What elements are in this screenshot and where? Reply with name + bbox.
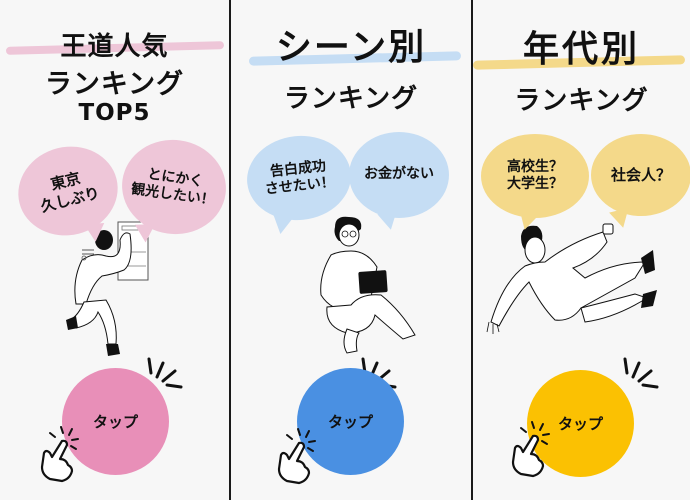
panel-divider [229, 0, 231, 500]
speech-bubble: 告白成功 させたい！ [242, 130, 356, 236]
speech-bubble: お金がない [349, 132, 449, 232]
tap-button-age[interactable]: タップ [527, 370, 634, 477]
panel-scene-ranking: シーン別 ランキング 告白成功 させたい！ お金がない タップ [231, 0, 471, 500]
bubble-text-line: 高校生？ [507, 158, 563, 175]
tap-label: タップ [557, 415, 603, 433]
tap-hand-icon [40, 426, 79, 483]
panel-divider [471, 0, 473, 500]
tap-button-scene[interactable]: タップ [297, 368, 404, 475]
person-sitting-tablet-illustration [320, 216, 416, 354]
panel-standard-ranking: 王道人気 ランキング TOP5 東京 久しぶり とにかく 観光したい！ タップ [0, 0, 233, 500]
title-line-1: シーン別 [275, 27, 427, 68]
title-line-2: ランキング [514, 86, 649, 116]
title-line-3: TOP5 [78, 100, 151, 126]
emphasis-rays-icon [623, 357, 659, 389]
title-line-1: 王道人気 [60, 32, 169, 62]
person-pointing-illustration [66, 221, 149, 356]
tap-label: タップ [92, 413, 138, 431]
bubble-text-line: 社会人？ [610, 165, 671, 184]
person-floating-cup-illustration [486, 223, 657, 334]
tap-hand-icon [511, 421, 550, 478]
tap-label: タップ [327, 413, 373, 431]
tap-hand-icon [277, 428, 316, 485]
panel-age-ranking: 年代別 ランキング 高校生？ 大学生？ 社会人？ タップ [472, 0, 690, 500]
emphasis-rays-icon [147, 357, 183, 389]
speech-bubble: 高校生？ 大学生？ [481, 134, 589, 233]
title-line-2: ランキング [283, 84, 419, 114]
tap-button-standard[interactable]: タップ [62, 368, 169, 475]
bubble-text-line: お金がない [364, 166, 434, 183]
title-line-1: 年代別 [522, 29, 640, 70]
speech-bubble: 社会人？ [591, 134, 690, 231]
title-line-2: ランキング [44, 69, 185, 100]
bubble-text-line: 大学生？ [507, 176, 563, 192]
